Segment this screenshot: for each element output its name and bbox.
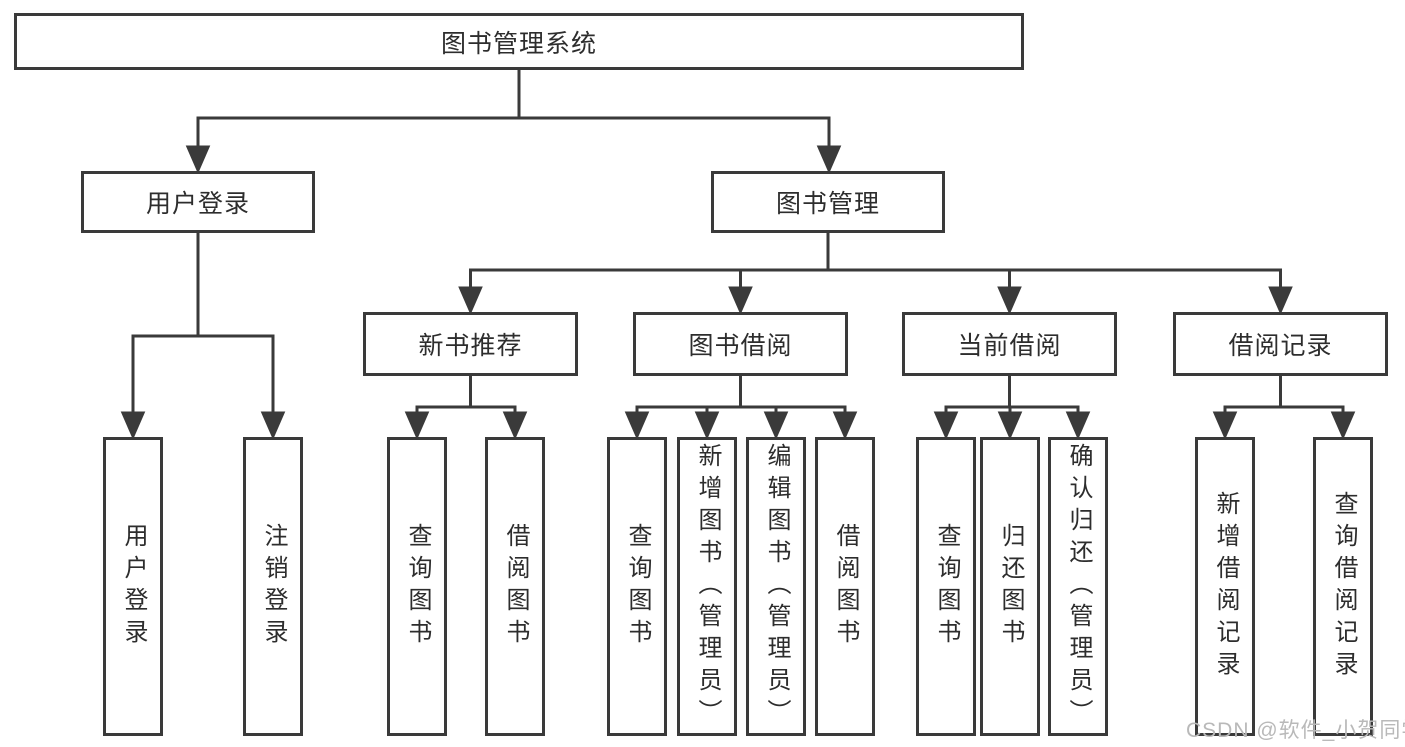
arrow-down-icon (458, 286, 483, 315)
leaf-label: 用户登录 (120, 522, 147, 651)
leaf-query-books-borrow: 查询图书 (607, 437, 667, 736)
arrow-down-icon (404, 411, 430, 440)
leaf-label: 查询图书 (624, 522, 651, 651)
arrow-down-icon (502, 411, 528, 440)
arrow-down-icon (997, 286, 1022, 315)
node-new-book-recommend: 新书推荐 (363, 312, 578, 376)
leaf-user-login: 用户登录 (103, 437, 163, 736)
node-root-label: 图书管理系统 (440, 29, 597, 58)
node-borrow-records: 借阅记录 (1173, 312, 1388, 376)
arrow-down-icon (1330, 411, 1356, 440)
arrow-down-icon (694, 411, 720, 440)
node-user-login-label: 用户登录 (145, 190, 250, 218)
arrow-down-icon (832, 411, 858, 440)
arrow-down-icon (816, 145, 842, 174)
node-new-book-recommend-label: 新书推荐 (418, 332, 523, 360)
leaf-logout: 注销登录 (243, 437, 303, 736)
node-book-borrow-label: 图书借阅 (688, 332, 793, 360)
arrow-down-icon (1065, 411, 1091, 440)
node-book-management: 图书管理 (711, 171, 945, 233)
arrow-down-icon (1212, 411, 1238, 440)
leaf-label: 归还图书 (997, 522, 1024, 651)
node-current-borrow: 当前借阅 (902, 312, 1117, 376)
node-book-borrow: 图书借阅 (633, 312, 848, 376)
leaf-query-borrow-record: 查询借阅记录 (1313, 437, 1373, 736)
leaf-borrow-books: 借阅图书 (815, 437, 875, 736)
leaf-label: 查询借阅记录 (1330, 490, 1357, 683)
arrow-down-icon (933, 411, 959, 440)
leaf-label: 借阅图书 (502, 522, 529, 651)
leaf-label: 新增图书（管理员） (694, 442, 721, 731)
arrow-down-icon (728, 286, 753, 315)
arrow-down-icon (185, 145, 211, 174)
leaf-label: 注销登录 (260, 522, 287, 651)
node-root: 图书管理系统 (14, 13, 1024, 70)
leaf-label: 编辑图书（管理员） (763, 442, 790, 731)
leaf-borrow-books-recommend: 借阅图书 (485, 437, 545, 736)
arrow-down-icon (120, 411, 146, 440)
leaf-label: 查询图书 (933, 522, 960, 651)
node-borrow-records-label: 借阅记录 (1228, 332, 1333, 360)
leaf-edit-books-admin: 编辑图书（管理员） (746, 437, 806, 736)
leaf-label: 借阅图书 (832, 522, 859, 651)
leaf-query-books-recommend: 查询图书 (387, 437, 447, 736)
leaf-return-books: 归还图书 (980, 437, 1040, 736)
watermark: CSDN @软件_小贺同学 (1186, 719, 1405, 742)
arrow-down-icon (763, 411, 789, 440)
node-current-borrow-label: 当前借阅 (957, 332, 1062, 360)
leaf-label: 新增借阅记录 (1212, 490, 1239, 683)
leaf-add-borrow-record: 新增借阅记录 (1195, 437, 1255, 736)
leaf-query-books-current: 查询图书 (916, 437, 976, 736)
leaf-label: 查询图书 (404, 522, 431, 651)
node-book-management-label: 图书管理 (775, 190, 880, 218)
leaf-confirm-return-admin: 确认归还（管理员） (1048, 437, 1108, 736)
node-user-login: 用户登录 (81, 171, 315, 233)
arrow-down-icon (1268, 286, 1293, 315)
arrow-down-icon (260, 411, 286, 440)
arrow-down-icon (624, 411, 650, 440)
arrow-down-icon (997, 411, 1023, 440)
leaf-label: 确认归还（管理员） (1065, 442, 1092, 731)
leaf-add-books-admin: 新增图书（管理员） (677, 437, 737, 736)
